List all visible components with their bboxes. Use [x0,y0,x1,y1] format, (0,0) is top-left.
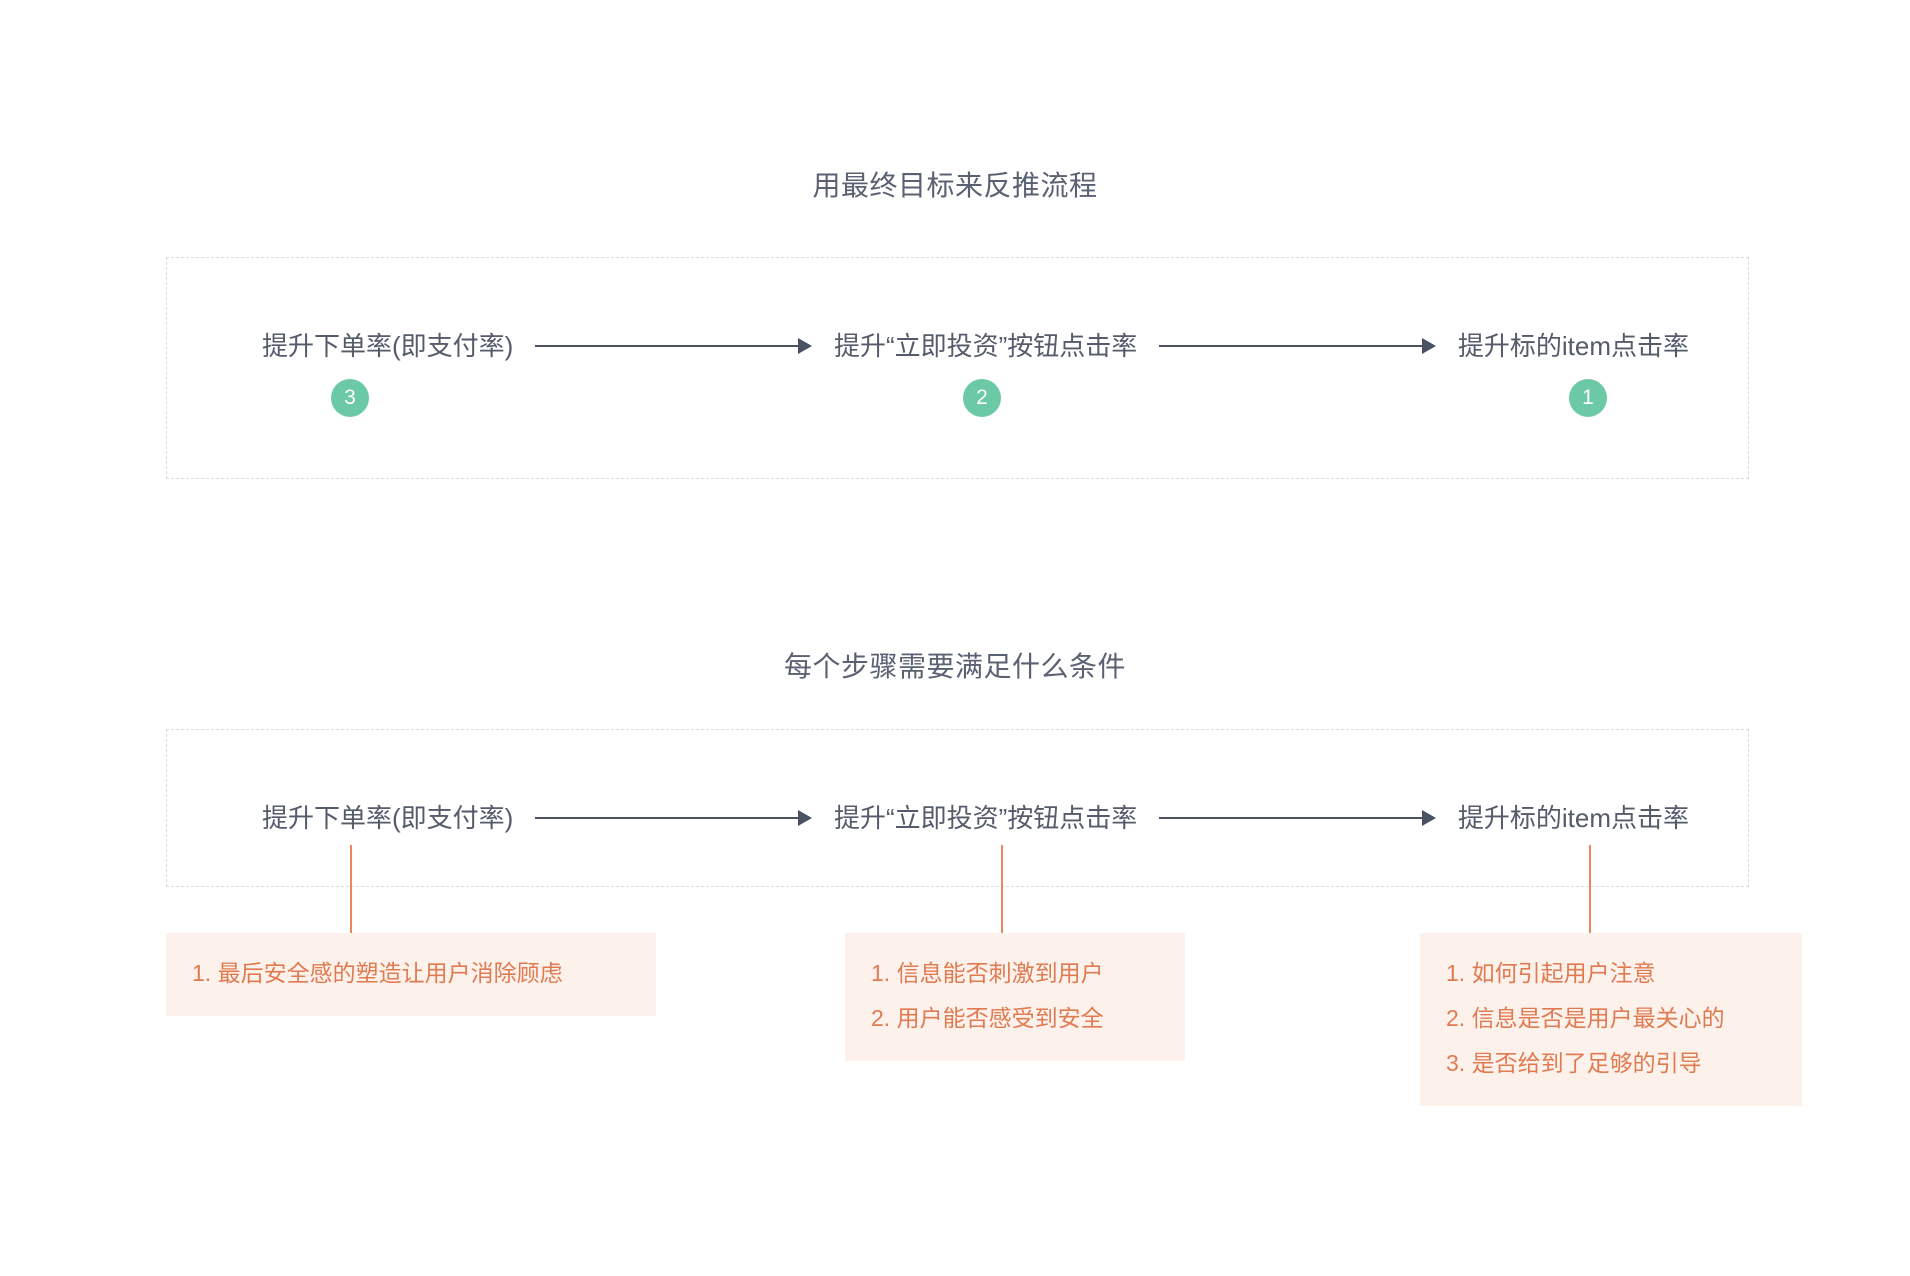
connector-line-note-1 [350,845,352,933]
flow-node-invest-button-ctr[interactable]: 提升“立即投资”按钮点击率 [833,331,1138,361]
step-badge-2: 2 [963,379,1001,417]
arrow-head [797,810,812,826]
note-line: 1. 最后安全感的塑造让用户消除顾虑 [192,960,563,986]
section-title-goal-backtracking: 用最终目标来反推流程 [812,170,1098,201]
flow-row-section-1: 提升下单率(即支付率) 提升“立即投资”按钮点击率 提升标的item点击率 [166,326,1749,366]
step-badge-1: 1 [1569,379,1607,417]
flow-node-item-ctr[interactable]: 提升标的item点击率 [1457,331,1689,361]
arrow-right-icon [1159,798,1436,838]
note-line: 2. 信息是否是用户最关心的 [1446,1005,1725,1031]
arrow-line [535,817,800,819]
arrow-head [797,338,812,354]
arrow-right-icon [535,326,812,366]
arrow-line [1159,345,1424,347]
flow-node-invest-button-ctr-2[interactable]: 提升“立即投资”按钮点击率 [833,803,1138,833]
flow-row-section-2: 提升下单率(即支付率) 提升“立即投资”按钮点击率 提升标的item点击率 [166,798,1749,838]
flow-node-item-ctr-2[interactable]: 提升标的item点击率 [1457,803,1689,833]
note-line: 1. 如何引起用户注意 [1446,960,1656,986]
flow-node-order-rate-2[interactable]: 提升下单率(即支付率) [262,803,514,833]
note-line: 1. 信息能否刺激到用户 [871,960,1104,986]
section-title-step-conditions: 每个步骤需要满足什么条件 [783,651,1126,682]
arrow-right-icon [1159,326,1436,366]
arrow-head [1421,810,1436,826]
flow-container-section-2 [166,729,1749,887]
note-box-item-ctr: 1. 如何引起用户注意 2. 信息是否是用户最关心的 3. 是否给到了足够的引导 [1420,933,1802,1106]
arrow-line [535,345,800,347]
step-badge-3: 3 [331,379,369,417]
note-line: 3. 是否给到了足够的引导 [1446,1050,1702,1076]
connector-line-note-3 [1589,845,1591,933]
flow-container-section-1 [166,257,1749,479]
connector-line-note-2 [1001,845,1003,933]
arrow-right-icon [535,798,812,838]
flow-node-order-rate[interactable]: 提升下单率(即支付率) [262,331,514,361]
note-box-invest-button: 1. 信息能否刺激到用户 2. 用户能否感受到安全 [845,933,1185,1061]
arrow-line [1159,817,1424,819]
note-box-order-rate: 1. 最后安全感的塑造让用户消除顾虑 [166,933,656,1016]
note-line: 2. 用户能否感受到安全 [871,1005,1104,1031]
arrow-head [1421,338,1436,354]
